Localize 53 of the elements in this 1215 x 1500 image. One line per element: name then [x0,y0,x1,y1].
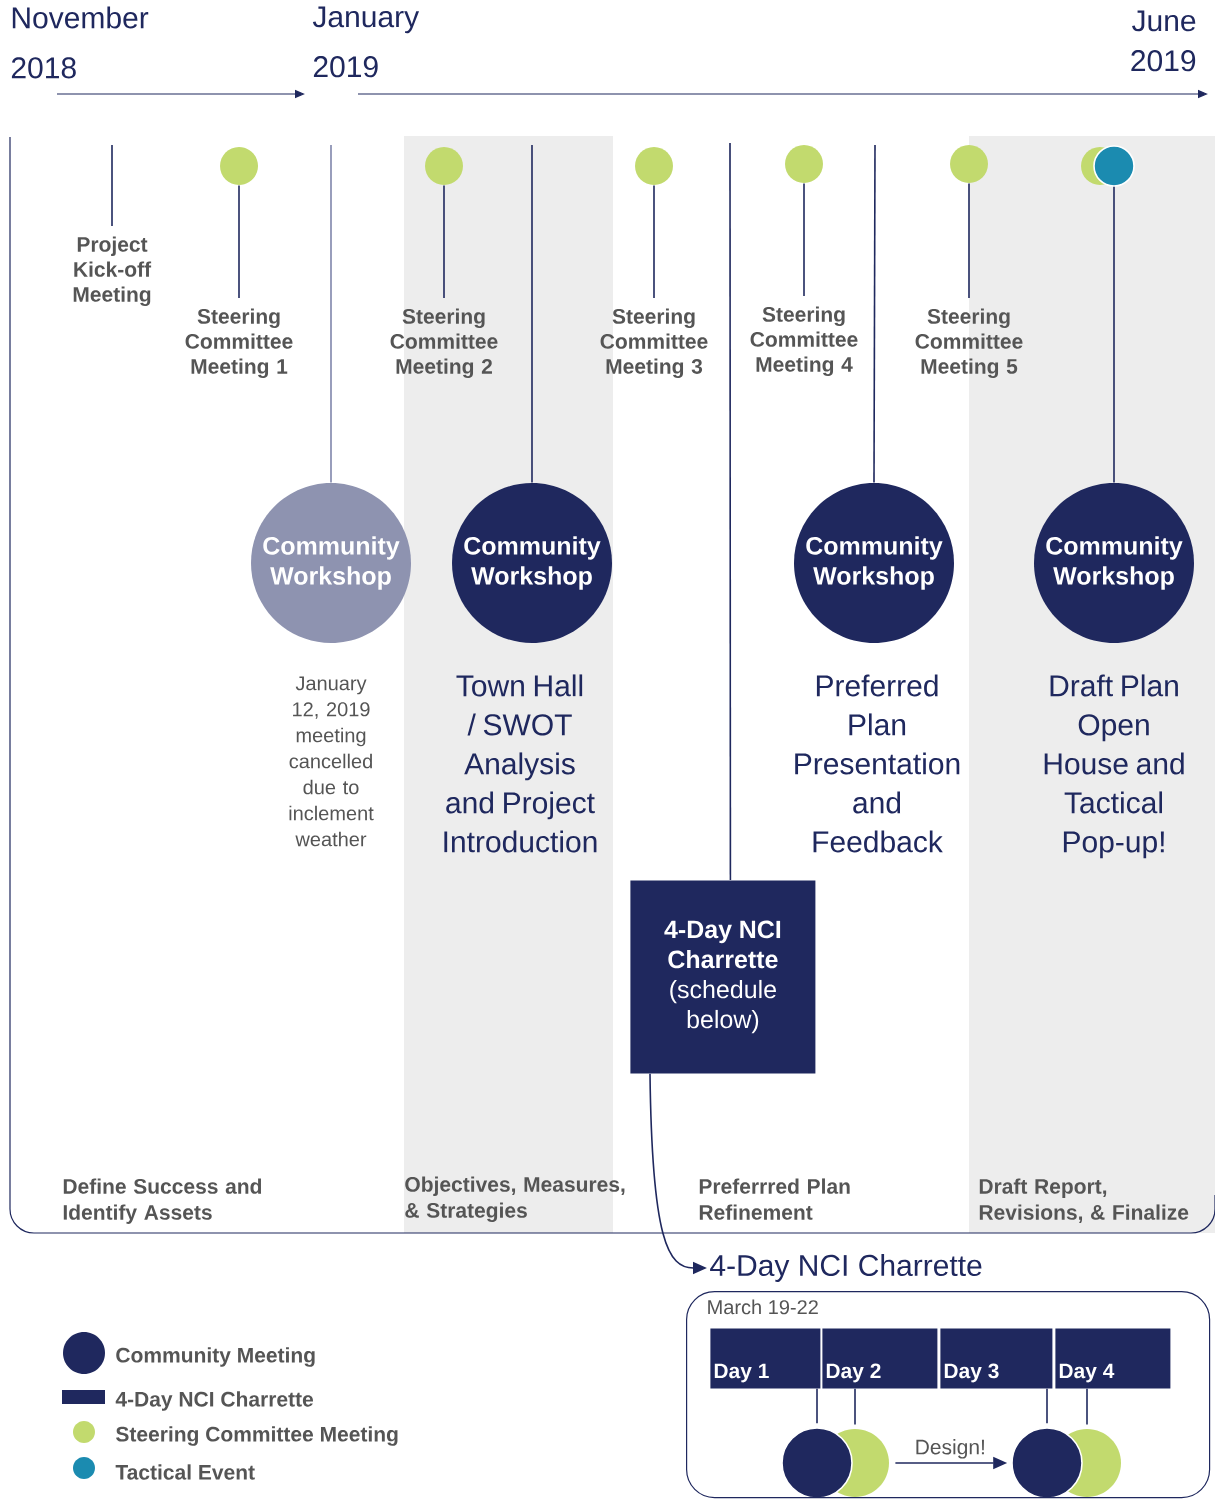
legend-label: Community Meeting [116,1347,315,1367]
node-label: Day 1 [714,1363,769,1383]
meeting-dot [220,147,258,185]
meeting-label: Project Kick-off Meeting [73,236,152,307]
day-bar: Day 4 [1055,1328,1171,1389]
meeting-dot [425,147,463,185]
charrette-box: 4-Day NCI Charrette (schedule below) [630,880,816,1074]
meeting-label: Steering Committee Meeting 1 [185,308,293,379]
connector-line [111,144,113,227]
phase-label: Draft Report, Revisions, & Finalize [979,1178,1189,1223]
connector-line [803,182,805,297]
connector-line [968,182,970,299]
description-text: Town Hall / SWOT Analysis and Project Introduction [444,674,597,853]
connector-line [1086,1388,1088,1426]
meeting-dot [950,145,988,183]
meeting-label: Steering Committee Meeting 4 [750,306,858,377]
meeting-label: Steering Committee Meeting 2 [390,308,498,379]
date-label: January 2019 [312,6,420,78]
phase-label: Objectives, Measures, & Strategies [405,1176,625,1223]
legend-label: Steering Committee Meeting [116,1426,398,1446]
connector-line [238,184,240,299]
description-text: Preferred Plan Presentation and Feedback [795,674,960,853]
connector-line [1046,1388,1048,1424]
legend-label: 4-Day NCI Charrette [115,1391,313,1411]
day-bar: Day 1 [710,1328,821,1389]
connector-line [653,184,655,299]
description-text: January 12, 2019 meeting cancelled due to inclement weather [289,676,374,847]
date-label: November 2018 [11,6,149,79]
date-label: June 2019 [1131,10,1196,72]
meeting-label: Steering Committee Meeting 5 [915,308,1023,379]
connector-line [816,1388,818,1424]
node-label: Day 2 [826,1363,881,1383]
connector-line [854,1388,856,1426]
meeting-dot [1011,1427,1083,1499]
meeting-dot [785,145,823,183]
schedule-heading: 4-Day NCI Charrette [710,1254,982,1282]
connector-line [443,184,445,299]
connector-line [729,142,732,881]
meeting-label: Steering Committee Meeting 3 [600,308,708,379]
meeting-dot [781,1427,853,1499]
description-text: Draft Plan Open House and Tactical Pop-up! [1044,674,1184,859]
legend-label: Tactical Event [115,1464,255,1480]
connector-line [531,144,533,484]
meeting-dot [635,147,673,185]
day-bar: Day 2 [822,1328,938,1389]
meeting-dot [1093,145,1135,187]
connector-line [330,144,332,484]
phase-label: Define Success and Identify Assets [63,1178,262,1224]
connector-line [1113,186,1115,484]
phase-label: Preferrred Plan Refinement [699,1178,850,1220]
connector-line [873,144,876,484]
day-bar: Day 3 [940,1328,1053,1389]
edge-label: Design! [912,1437,988,1461]
